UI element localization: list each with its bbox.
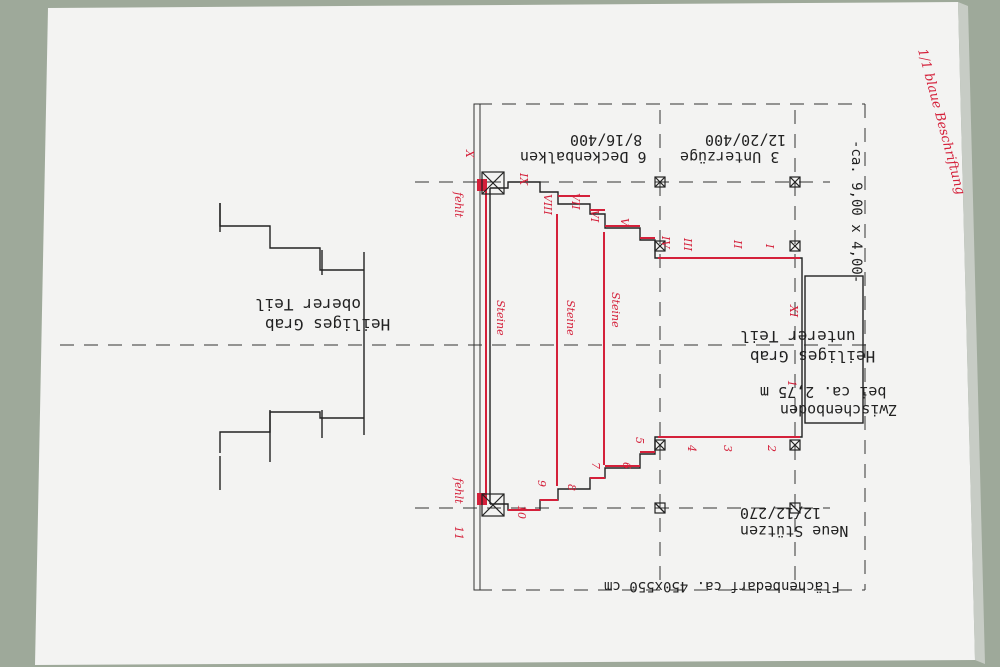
roman-6: VI bbox=[588, 210, 601, 223]
arabic-10: 10 bbox=[515, 505, 528, 519]
wall-left bbox=[473, 103, 481, 591]
label-grave-upper: Heiliges Grab bbox=[265, 315, 390, 334]
annotation-fehlt-1: fehlt bbox=[452, 191, 465, 218]
arabic-9: 9 bbox=[535, 480, 548, 487]
arabic-6: 6 bbox=[620, 462, 633, 469]
roman-10: X bbox=[463, 149, 476, 159]
roman-4: IV bbox=[659, 235, 672, 249]
roman-9: IX bbox=[517, 172, 530, 186]
label-grave-lower: Heiliges Grab bbox=[750, 347, 875, 366]
red-step-lines bbox=[477, 179, 800, 511]
lower-grave-outline bbox=[489, 181, 864, 511]
label-masse: -ca. 9,00 x 4,00- bbox=[848, 140, 864, 283]
annotation-steine-1: Steine bbox=[494, 300, 507, 336]
arabic-3: 3 bbox=[721, 445, 734, 452]
upper-grave-outline bbox=[219, 203, 365, 490]
roman-2: II bbox=[731, 239, 744, 249]
label-grave-lower-sub: unterer Teil bbox=[740, 327, 856, 346]
label-zwischenboden-height: bei ca. 2,75 m bbox=[760, 383, 886, 401]
annotation-fehlt-2: fehlt bbox=[452, 477, 465, 504]
paper-sheet bbox=[35, 2, 975, 665]
label-deckenbalken-size: 8/16/400 bbox=[570, 131, 642, 149]
dashed-boundary bbox=[60, 103, 870, 591]
label-grave-upper-sub: oberer Teil bbox=[255, 295, 361, 314]
roman-3: III bbox=[681, 237, 694, 252]
label-zwischenboden: Zwischenboden bbox=[780, 401, 897, 419]
plan-labels: Flächenbedarf ca. 450x550 cm Neue Stütze… bbox=[255, 131, 897, 594]
arabic-2: 2 bbox=[765, 444, 778, 452]
roman-7: VII bbox=[569, 193, 582, 210]
post-markers bbox=[481, 171, 801, 517]
arabic-5: 5 bbox=[633, 437, 646, 444]
arabic-11: 11 bbox=[452, 526, 465, 540]
label-unterzuege-size: 12/20/400 bbox=[705, 131, 786, 149]
arabic-4: 4 bbox=[685, 444, 698, 452]
label-unterzuege: 3 Unterzüge bbox=[680, 148, 779, 166]
roman-1: I bbox=[763, 243, 776, 249]
arabic-8: 8 bbox=[565, 484, 578, 491]
roman-5: V bbox=[618, 218, 631, 227]
label-neue-stuetzen: Neue Stützen bbox=[740, 522, 848, 540]
label-deckenbalken: 6 Deckenbalken bbox=[520, 148, 646, 166]
arabic-1: 1 bbox=[785, 380, 798, 387]
label-neue-stuetzen-size: 12/12/270 bbox=[740, 504, 821, 522]
annotation-steine-2: Steine bbox=[564, 300, 577, 336]
roman-8: VIII bbox=[541, 194, 554, 216]
roman-11: XI bbox=[787, 304, 800, 318]
annotation-steine-3: Steine bbox=[609, 292, 622, 328]
arabic-7: 7 bbox=[589, 462, 602, 469]
label-flaechenbedarf: Flächenbedarf ca. 450x550 cm bbox=[604, 578, 840, 594]
